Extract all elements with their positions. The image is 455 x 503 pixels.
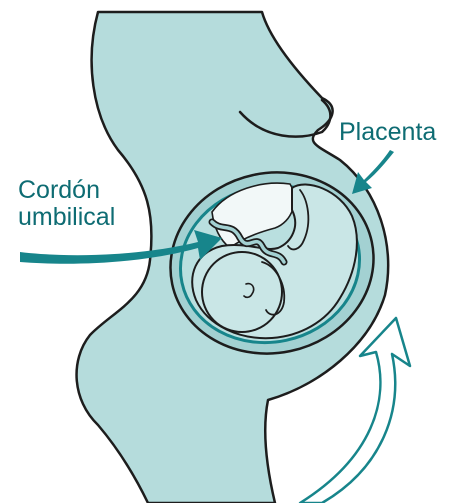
umbilical-cord-label-line1: Cordón	[18, 177, 115, 204]
umbilical-cord-label-line2: umbilical	[18, 204, 115, 231]
fetus-head	[202, 252, 282, 332]
placenta-label-text: Placenta	[339, 118, 436, 146]
placenta-arrow	[352, 150, 394, 194]
placenta-label: Placenta	[339, 119, 436, 146]
umbilical-cord-label: Cordón umbilical	[18, 177, 115, 231]
